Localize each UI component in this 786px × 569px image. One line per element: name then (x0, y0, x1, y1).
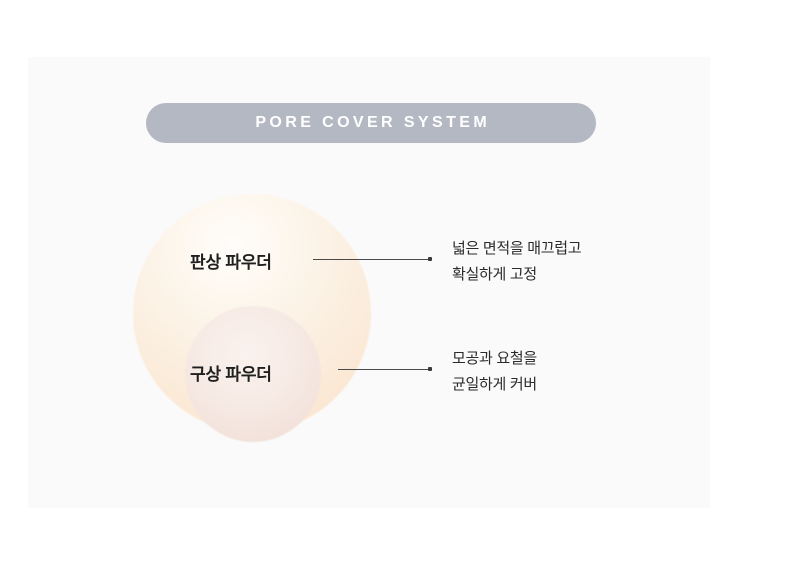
outer-circle-label: 판상 파우더 (190, 253, 272, 272)
connector-dot-sphere (428, 367, 432, 371)
annotation-plate-line-2: 확실하게 고정 (452, 266, 537, 283)
powder-diagram (133, 194, 373, 442)
connector-dot-plate (428, 257, 432, 261)
annotation-plate-line-1: 넓은 면적을 매끄럽고 (452, 240, 582, 257)
connector-line-plate (313, 259, 430, 260)
connector-line-sphere (338, 369, 430, 370)
annotation-sphere-line-1: 모공과 요철을 (452, 350, 537, 367)
inner-circle-spherical-powder (185, 306, 321, 442)
annotation-plate-powder: 넓은 면적을 매끄럽고 확실하게 고정 (452, 236, 582, 288)
inner-circle-label: 구상 파우더 (190, 365, 272, 384)
page-title: PORE COVER SYSTEM (255, 114, 491, 131)
header-banner: PORE COVER SYSTEM (146, 103, 596, 143)
annotation-spherical-powder: 모공과 요철을 균일하게 커버 (452, 346, 537, 398)
annotation-sphere-line-2: 균일하게 커버 (452, 376, 537, 393)
